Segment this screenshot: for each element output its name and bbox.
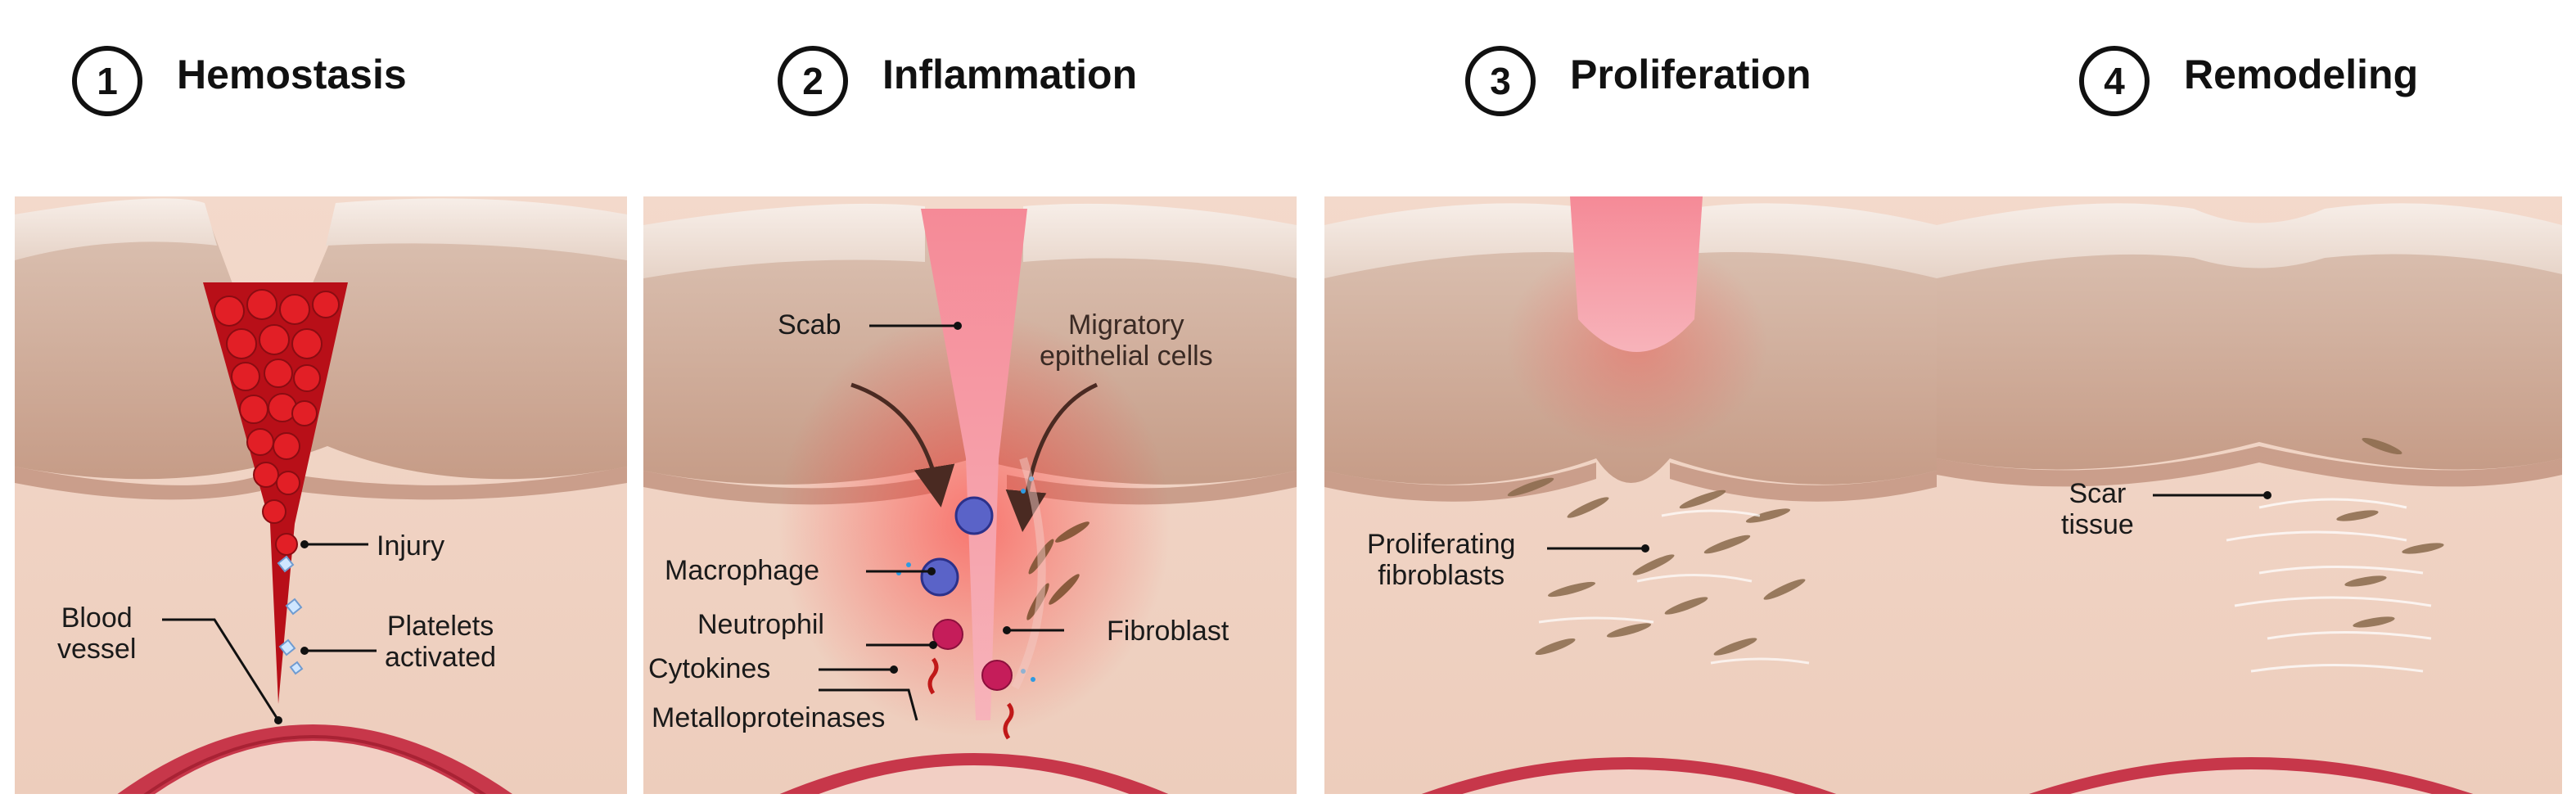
label-prolif-line1: Proliferating [1367, 529, 1516, 560]
label-injury: Injury [377, 530, 445, 562]
stratum-corneum-right [326, 198, 627, 260]
stage-title-1: Hemostasis [177, 52, 407, 97]
label-cytokines: Cytokines [648, 653, 771, 684]
scab-small [1570, 196, 1703, 352]
label-migratory-cells: Migratory epithelial cells [1040, 309, 1213, 372]
stage-title-4: Remodeling [2184, 52, 2419, 97]
migration-arrow-right [1005, 382, 1099, 532]
panel-hemostasis [15, 196, 627, 794]
label-prolif-line2: fibroblasts [1378, 560, 1505, 591]
label-blood-vessel: Blood vessel [57, 602, 136, 665]
label-blood-vessel-line2: vessel [57, 634, 137, 665]
stage-title-3: Proliferation [1570, 52, 1811, 97]
scar-collagen [2226, 498, 2432, 673]
stage-number-2: 2 [778, 46, 848, 116]
label-proliferating-fibroblasts: Proliferating fibroblasts [1367, 529, 1515, 591]
stage-number-1: 1 [72, 46, 142, 116]
label-blood-vessel-line1: Blood [61, 602, 133, 634]
stage-title-2: Inflammation [882, 52, 1138, 97]
label-metalloproteinases: Metalloproteinases [652, 702, 886, 733]
stratum-corneum-left [15, 198, 217, 260]
label-neutrophil: Neutrophil [697, 609, 824, 640]
label-scab: Scab [778, 309, 841, 341]
panel-inflammation [643, 196, 1297, 794]
migration-arrow-left [850, 382, 955, 508]
label-fibroblast: Fibroblast [1107, 616, 1229, 647]
label-migratory-line2: epithelial cells [1040, 341, 1213, 372]
label-scar-line1: Scar [2068, 478, 2127, 509]
scar-fibroblast-cells [2336, 437, 2444, 628]
macrophage-cells [920, 496, 994, 597]
label-migratory-line1: Migratory [1067, 309, 1184, 341]
label-macrophage: Macrophage [665, 555, 820, 586]
stage-number-3: 3 [1465, 46, 1536, 116]
stage-number-4: 4 [2079, 46, 2150, 116]
panel-remodeling [1937, 196, 2562, 794]
label-platelets-line2: activated [385, 642, 497, 673]
label-platelets-line1: Platelets [386, 611, 494, 642]
panel-proliferation [1324, 196, 1937, 794]
scab [921, 209, 1027, 720]
label-scar-tissue: Scar tissue [2061, 478, 2134, 540]
proliferating-fibroblast-cells [1507, 477, 1806, 656]
label-scar-line2: tissue [2061, 509, 2134, 540]
neutrophil-cells [932, 619, 1013, 691]
label-platelets: Platelets activated [385, 611, 496, 673]
